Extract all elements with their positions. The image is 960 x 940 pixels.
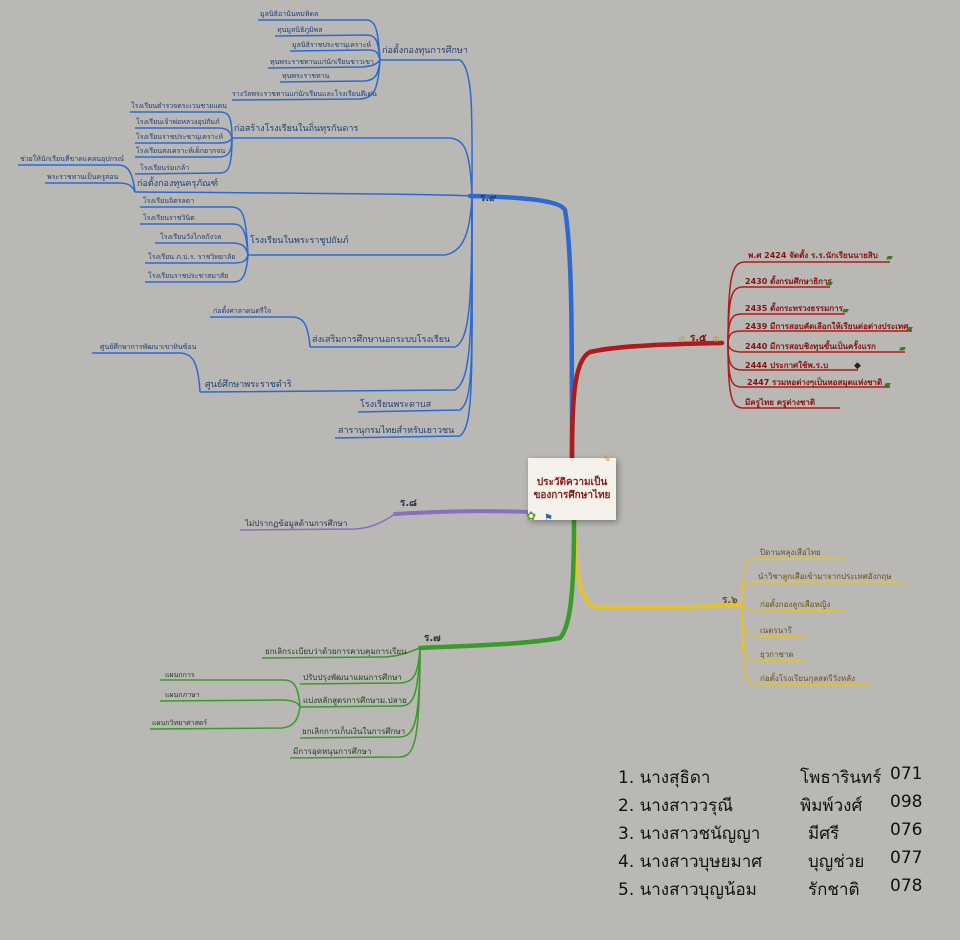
r9-leaf: โรงเรียน ภ.ป.ร. ราชวิทยาลัย	[148, 253, 236, 261]
r9-topic: ก่อสร้างโรงเรียนในถิ่นทุรกันดาร	[234, 124, 359, 134]
central-topic-title: ประวัติความเป็นของการศึกษาไทย	[533, 476, 611, 502]
reign-label-r7: ร.๗	[424, 633, 441, 644]
r9-leaf: ศูนย์ศึกษาการพัฒนาเขาหินซ้อน	[100, 343, 197, 351]
r9-topic: โรงเรียนในพระราชูปถัมภ์	[250, 236, 349, 246]
r7-leaf: แผนกภาษา	[165, 691, 200, 699]
r9-leaf: โรงเรียนตำรวจตระเวนชายแดน	[131, 102, 228, 110]
member-surname: พิมพ์วงศ์	[800, 796, 863, 816]
r5-item: 2440 มีการสอบชิงทุนขั้นเป็นครั้งแรก	[745, 342, 876, 351]
r5-item: 2444 ประกาศใช้พ.ร.บ	[745, 361, 829, 370]
r9-leaf: รางวัลพระราชทานแก่นักเรียนและโรงเรียนดีเ…	[232, 90, 377, 98]
r9-leaf: โรงเรียนจิตรลดา	[143, 197, 195, 205]
member-row: 4. นางสาวบุษยมาศ บุญช่วย 077	[618, 848, 938, 876]
r7-leaf: แผนกการ	[165, 671, 195, 679]
member-name: 4. นางสาวบุษยมาศ	[618, 852, 763, 872]
r5-item: พ.ศ 2424 จัดตั้ง ร.ร.นักเรียนนายสิบ	[748, 251, 878, 260]
r6-item: เนตรนารี	[760, 626, 792, 635]
member-row: 1. นางสุธิดา โพธารินทร์ 071	[618, 764, 938, 792]
reign-label-r5: ร.๕	[690, 333, 707, 344]
r6-item: ยุวกาชาด	[760, 650, 794, 659]
trunk-r5	[569, 340, 725, 463]
trunk-r8	[393, 509, 530, 516]
member-code: 078	[890, 876, 923, 896]
r9-topic: โรงเรียนพระดาบส	[360, 400, 432, 410]
member-row: 2. นางสาววรุณี พิมพ์วงศ์ 098	[618, 792, 938, 820]
r9-leaf: โรงเรียนราชวินิต	[143, 214, 195, 222]
flower-icon: ✿	[526, 509, 537, 523]
member-list: 1. นางสุธิดา โพธารินทร์ 071 2. นางสาววรุ…	[618, 764, 938, 904]
r5-item: 2435 ตั้งกระทรวงธรรมการ	[745, 304, 843, 313]
r6-item: ปิดานหลุงเสือไทย	[760, 548, 821, 557]
r9-leaf: โรงเรียนวังไกลกังวล	[160, 233, 222, 241]
r6-item: นำวิชาลูกเสือเข้ามาจากประเทศอังกฤษ	[758, 572, 892, 581]
central-topic: ประวัติความเป็นของการศึกษาไทย	[528, 458, 616, 520]
reign-label-r8: ร.๘	[400, 498, 417, 509]
r9-leaf: ทุนพระราชทานแก่นักเรียนชาวเขา	[270, 58, 374, 66]
book-icon: ▰	[884, 380, 891, 390]
r7-topic: แบ่งหลักสูตรการศึกษาม.ปลาย	[303, 696, 407, 705]
r7-topic: ยกเลิกการเก็บเงินในการศึกษา	[302, 727, 406, 736]
member-name: 1. นางสุธิดา	[618, 768, 711, 788]
member-code: 076	[890, 820, 923, 840]
r9-topic: สารานุกรมไทยสำหรับเยาวชน	[338, 426, 455, 436]
r8-item: ไม่ปรากฏข้อมูลด้านการศึกษา	[245, 519, 348, 528]
r6-item: ก่อตั้งกองลูกเสือหญิง	[760, 600, 831, 609]
r9-leaf: ช่วยให้นักเรียนที่ขาดแคลนอุปกรณ์	[20, 155, 125, 163]
book-icon: ▰	[906, 324, 913, 334]
member-code: 098	[890, 792, 923, 812]
book-icon: ▰	[842, 306, 849, 316]
member-name: 5. นางสาวบุญน้อม	[618, 880, 757, 900]
member-code: 077	[890, 848, 923, 868]
member-row: 3. นางสาวชนัญญา มีศรี 076	[618, 820, 938, 848]
crown-icon: ♔	[678, 335, 687, 345]
r9-leaf: มูลนิธิราชประชานุเคราะห์	[292, 41, 371, 49]
member-surname: รักชาติ	[808, 880, 860, 900]
r9-topic: ก่อตั้งกองทุนการศึกษา	[382, 46, 468, 56]
member-name: 3. นางสาวชนัญญา	[618, 824, 761, 844]
r9-leaf: โรงเรียนเจ้าพ่อหลวงอุปถัมภ์	[136, 118, 220, 126]
bell-icon: ⚑	[544, 513, 553, 524]
r7-topic: ยกเลิกระเบียบว่าด้วยการควบคุมการเรียน	[265, 647, 407, 656]
member-code: 071	[890, 764, 923, 784]
r9-leaf: โรงเรียนสงเคราะห์เด็กยากจน	[136, 147, 226, 155]
reign-label-r9: ร.๙	[480, 193, 497, 204]
r9-leaf: ก่อตั้งศาลาดนตรีใจ	[213, 307, 272, 315]
r5-item: มีครูไทย ครูต่างชาติ	[745, 398, 816, 407]
r9-leaf: พระราชทานเป็นครูสอน	[47, 173, 119, 181]
r9-leaf: มูลนิธิอานันทมหิดล	[260, 10, 319, 18]
graduation-cap-icon: ◆	[854, 361, 861, 371]
r6-item: ก่อตั้งโรงเรียนกุลสตรีวังหลัง	[760, 674, 856, 683]
r7-topic: มีการอุดหนุนการศึกษา	[293, 747, 372, 756]
r7-topic: ปรับปรุงพัฒนาแผนการศึกษา	[303, 673, 402, 682]
r9-leaf: โรงเรียนราชประชาสมาสัย	[148, 272, 229, 280]
r7-leaf: แผนกวิทยาศาสตร์	[152, 719, 208, 727]
member-surname: บุญช่วย	[808, 852, 865, 872]
trunk-r6	[572, 518, 742, 610]
r5-item: 2447 รวมหอต่างๆเป็นหอสมุดแห่งชาติ	[747, 378, 883, 387]
r5-item: 2439 มีการสอบคัดเลือกให้เรียนต่อต่างประเ…	[745, 322, 909, 331]
member-row: 5. นางสาวบุญน้อม รักชาติ 078	[618, 876, 938, 904]
reign-label-r6: ร.๖	[722, 595, 738, 606]
crown-icon: ♔	[712, 335, 721, 345]
book-icon: ▰	[899, 344, 906, 354]
trunk-r7	[417, 517, 577, 651]
member-surname: มีศรี	[808, 824, 840, 844]
r9-leaf: ทุนมูลนิธิภูมิพล	[277, 26, 323, 34]
member-name: 2. นางสาววรุณี	[618, 796, 734, 816]
tape-icon: ✎	[603, 455, 611, 465]
r9-topic: ก่อตั้งกองทุนครุภัณฑ์	[137, 179, 219, 189]
r5-item: 2430 ตั้งกรมศึกษาธิการ	[745, 277, 832, 286]
trunk-r9	[467, 193, 575, 461]
member-surname: โพธารินทร์	[800, 768, 882, 788]
r9-leaf: โรงเรียนราชประชานุเคราะห์	[136, 133, 223, 141]
r9-topic: ส่งเสริมการศึกษานอกระบบโรงเรียน	[312, 335, 451, 345]
r9-leaf: ทุนพระราชทาน	[282, 72, 330, 80]
book-icon: ▰	[826, 279, 833, 289]
r9-leaf: โรงเรียนร่มเกล้า	[140, 164, 190, 172]
book-icon: ▰	[886, 253, 893, 263]
r9-topic: ศูนย์ศึกษาพระราชดำริ	[205, 380, 292, 390]
